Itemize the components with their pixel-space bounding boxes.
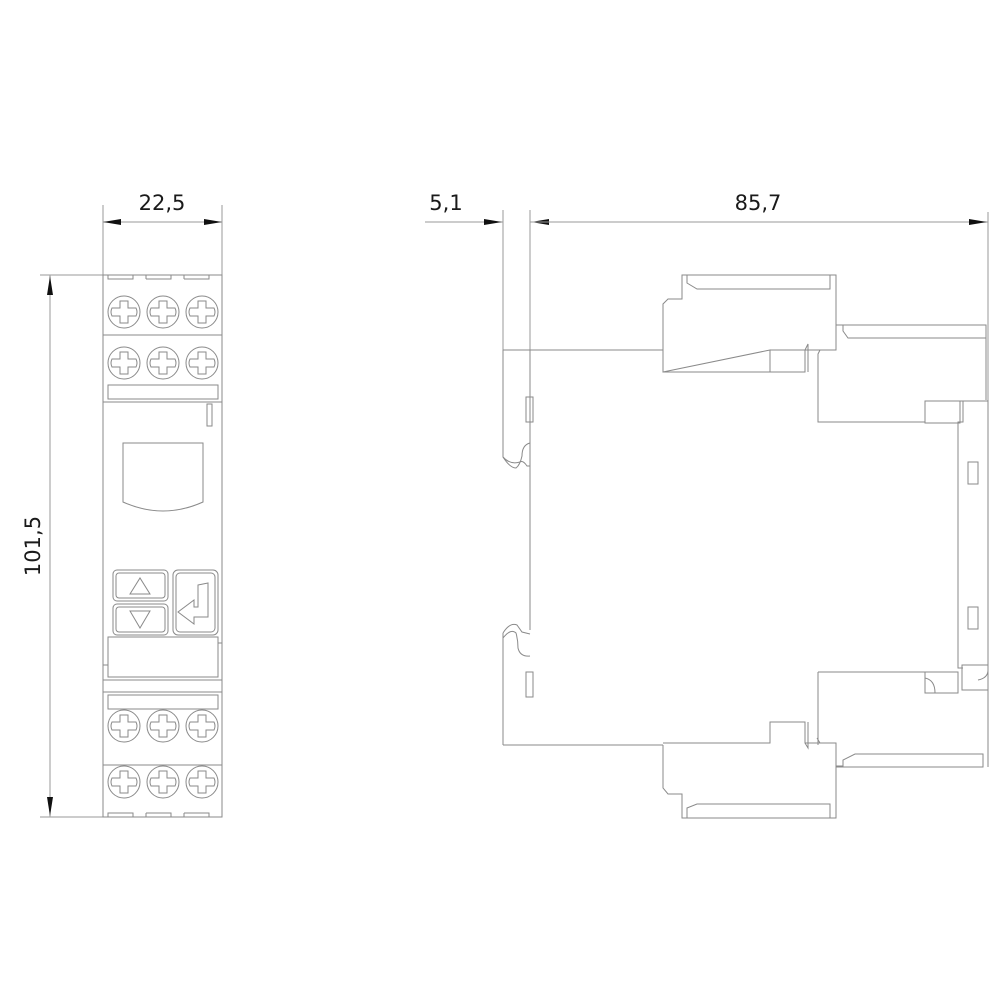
terminal-screw-icon [107,346,141,380]
terminal-row-top-1 [107,295,219,329]
side-offset-dimension: 5,1 [425,191,550,225]
terminal-screw-icon [185,765,219,799]
terminal-screw-icon [146,709,180,743]
terminal-screw-icon [146,765,180,799]
terminal-screw-icon [146,295,180,329]
led-indicator [206,403,213,427]
arrow-up-icon [129,577,151,595]
enter-icon [177,582,209,625]
side-depth-label: 85,7 [735,191,782,215]
front-view [102,274,223,818]
terminal-screw-icon [107,765,141,799]
display-window [122,442,204,512]
terminal-screw-icon [185,346,219,380]
front-width-dimension: 22,5 [102,191,223,275]
front-height-label: 101,5 [21,516,45,576]
terminal-screw-icon [107,709,141,743]
button-down [112,603,169,636]
side-view [502,274,989,819]
terminal-row-top-2 [107,346,219,380]
front-width-label: 22,5 [139,191,186,215]
label-holder [107,636,219,678]
side-offset-label: 5,1 [429,191,462,215]
side-depth-dimension: 85,7 [502,191,989,400]
arrow-down-icon [129,610,151,629]
button-up [112,569,169,602]
terminal-screw-icon [146,346,180,380]
terminal-row-bottom-1 [107,709,219,743]
front-height-dimension: 101,5 [21,274,103,818]
terminal-screw-icon [185,709,219,743]
terminal-row-bottom-2 [107,765,219,799]
terminal-screw-icon [185,295,219,329]
terminal-screw-icon [107,295,141,329]
button-enter [172,569,219,636]
